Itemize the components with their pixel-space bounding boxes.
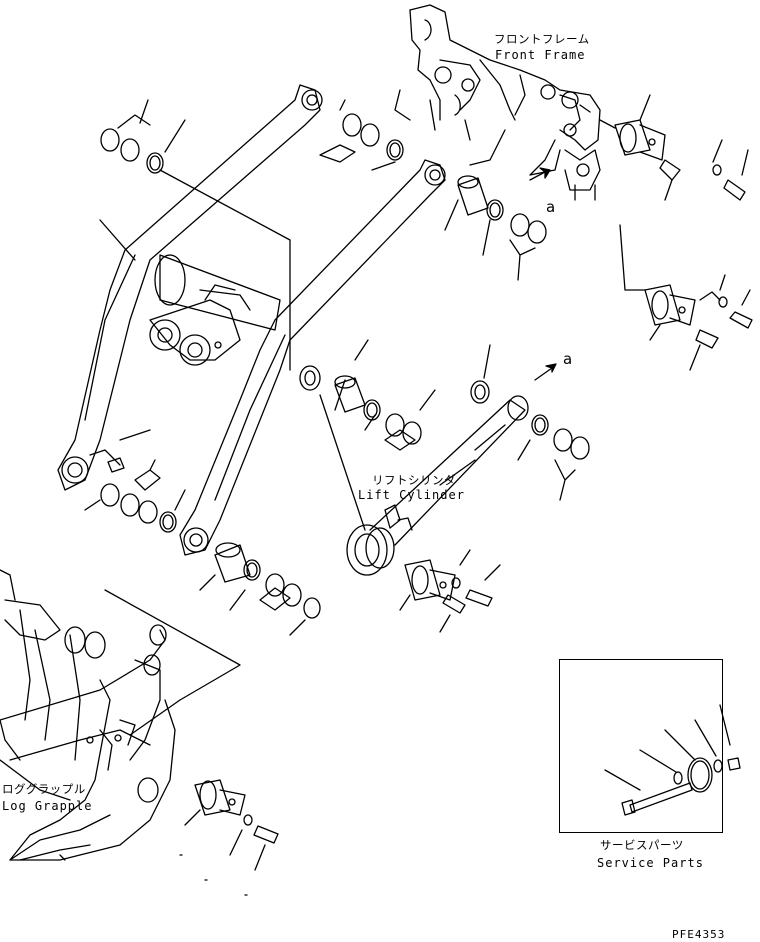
drawing-code: PFE4353 [672, 928, 726, 941]
pin-group-bottom-left [84, 449, 186, 533]
arrow-icon [529, 167, 557, 381]
service-parts-label-en: Service Parts [597, 856, 704, 870]
log-grapple [0, 569, 176, 861]
lift-cylinder-label-jp: リフトシリンダ [372, 473, 456, 487]
cross-tube [149, 254, 281, 366]
pin-group-bottom-mid [199, 542, 321, 636]
lift-cylinder [346, 395, 590, 576]
lift-arm-right [179, 159, 446, 556]
front-frame-label-jp: フロントフレーム [494, 32, 590, 46]
marker-a-lower: a [563, 350, 573, 368]
log-grapple-label-en: Log Grapple [2, 799, 93, 813]
pin-frame-mid [619, 224, 753, 371]
service-parts-label-jp: サービスパーツ [600, 838, 684, 852]
pin-group-top-left [100, 99, 186, 174]
marker-a-top: a [546, 198, 556, 216]
front-frame-label-en: Front Frame [495, 48, 586, 62]
log-grapple-label-jp: ロググラップル [2, 782, 86, 796]
scan-marks [179, 854, 248, 896]
leader-lines [99, 169, 366, 736]
bushing-top-right [444, 175, 547, 281]
lift-cylinder-label-en: Lift Cylinder [358, 488, 465, 502]
pin-group-lift [299, 339, 491, 451]
service-parts-drawing [604, 704, 741, 816]
pin-grapple [184, 779, 279, 871]
pin-lift-lower [399, 549, 501, 633]
lift-arm-left [57, 84, 323, 491]
service-parts-box [559, 659, 723, 833]
pin-frame-top [579, 94, 749, 201]
pin-group-top-mid [319, 99, 404, 171]
front-frame [394, 4, 601, 201]
